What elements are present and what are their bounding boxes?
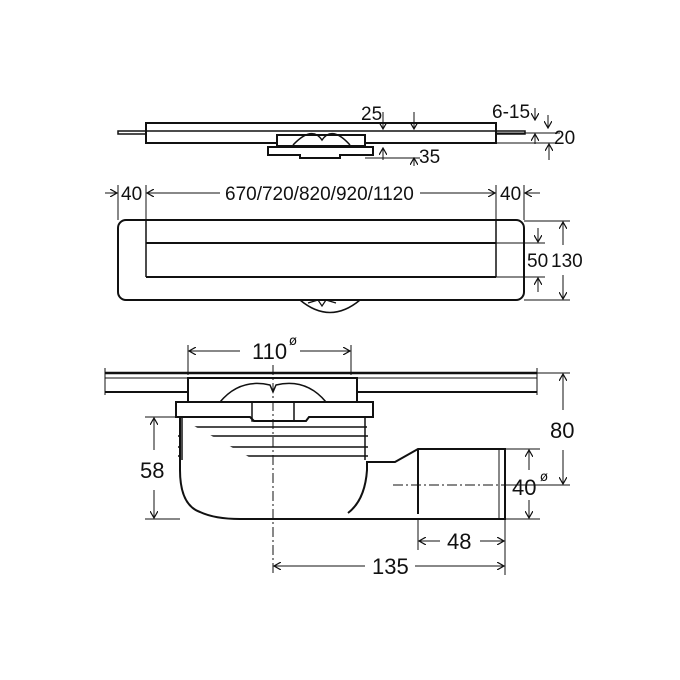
label-50: 50 [527, 251, 548, 272]
label-6-15: 6-15 [492, 102, 530, 123]
side-drain-flange [267, 146, 374, 159]
diameter-symbol-110: ø [289, 334, 297, 349]
label-40: 40 [512, 475, 536, 500]
label-48: 48 [447, 529, 471, 554]
label-left-40: 40 [121, 184, 142, 205]
drain-flange [175, 401, 374, 422]
side-drain-body [276, 134, 366, 147]
plan-view: 40 670/720/820/920/1120 40 50 130 [105, 184, 583, 314]
label-lengths: 670/720/820/920/1120 [225, 184, 414, 205]
label-25: 25 [361, 104, 382, 125]
plan-outer-frame [117, 219, 525, 301]
label-135: 135 [372, 554, 409, 579]
side-view: 25 6-15 20 35 [117, 102, 575, 168]
label-110: 110 [252, 339, 287, 364]
label-130: 130 [551, 251, 583, 272]
label-20: 20 [554, 128, 575, 149]
label-58: 58 [140, 458, 164, 483]
label-right-40: 40 [500, 184, 521, 205]
drain-body [179, 418, 506, 520]
label-35: 35 [419, 147, 440, 168]
label-80: 80 [550, 418, 574, 443]
section-view: 110 ø 58 80 40 ø 48 135 [104, 334, 574, 579]
diameter-symbol-40: ø [540, 470, 548, 485]
